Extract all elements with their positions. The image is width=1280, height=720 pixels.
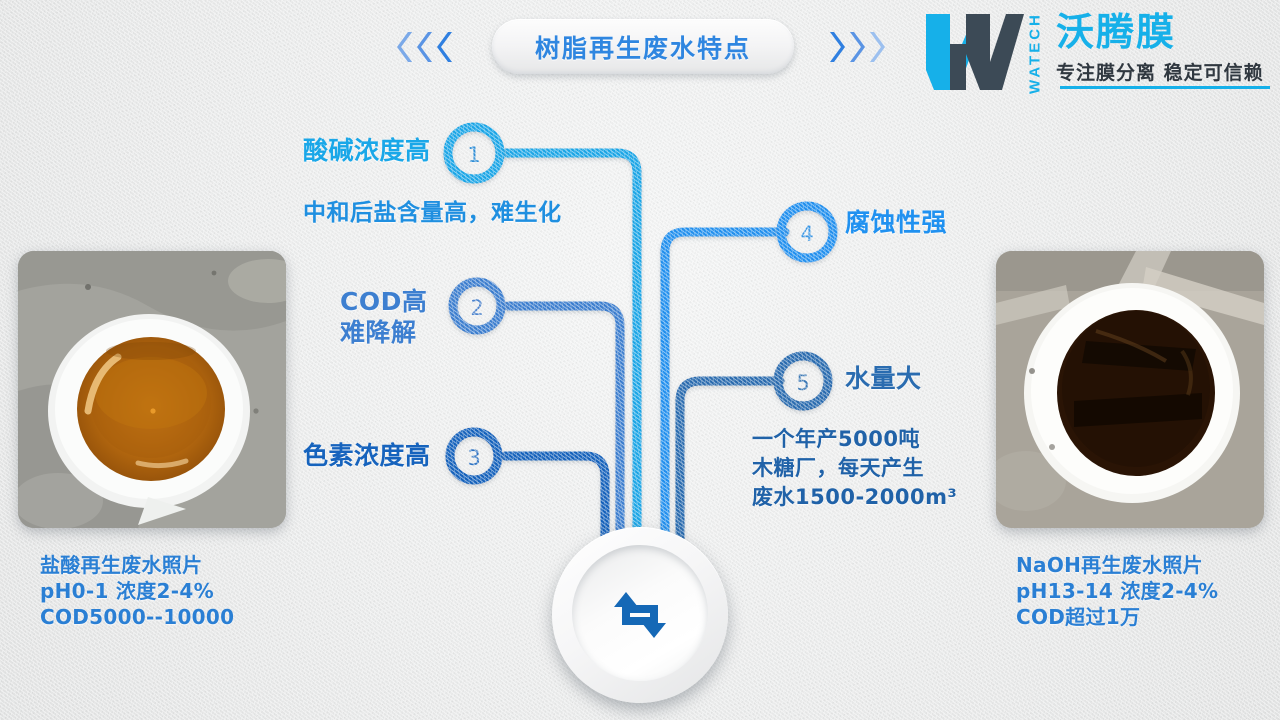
connector-3: [500, 451, 610, 545]
slide-title-pill: 树脂再生废水特点: [492, 19, 794, 74]
logo-slogan: 专注膜分离 稳定可信赖: [1056, 62, 1264, 84]
caption-left: 盐酸再生废水照片 pH0-1 浓度2-4% COD5000--10000: [40, 552, 340, 630]
watech-w-logo-icon: [926, 14, 1024, 90]
node-label-3: 色素浓度高: [303, 441, 431, 470]
node-circle-5: [773, 351, 833, 411]
node-sublabel-5-line-1: 一个年产5000吨: [752, 427, 920, 451]
node-sublabel-5-line-2: 木糖厂，每天产生: [752, 456, 924, 480]
caption-left-line-2: pH0-1 浓度2-4%: [40, 579, 214, 603]
photo-naoh-wastewater: [996, 251, 1264, 528]
photo-hcl-wastewater: [18, 251, 286, 528]
logo-brand-cn: 沃腾膜: [1056, 10, 1177, 54]
node-number-4: 4: [800, 222, 813, 246]
node-circle-1: [443, 122, 505, 184]
chevron-double-left-icon: [395, 30, 452, 64]
caption-left-line-3: COD5000--10000: [40, 605, 235, 629]
connector-4: [660, 227, 790, 545]
node-number-3: 3: [467, 446, 480, 470]
page-title: 树脂再生废水特点: [534, 33, 751, 63]
header: 树脂再生废水特点 WATECH 沃腾膜 专注膜分离 稳定可信赖: [0, 0, 1280, 104]
node-circle-4: [776, 201, 838, 263]
node-circle-3: [445, 427, 503, 485]
logo-vertical-text: WATECH: [1026, 12, 1044, 94]
node-sublabel-5: 一个年产5000吨 木糖厂，每天产生 废水1500-2000m³: [752, 425, 957, 512]
node-label-5: 水量大: [845, 364, 922, 393]
node-label-2: COD高 难降解: [340, 286, 427, 348]
node-circle-2: [448, 277, 506, 335]
caption-right-line-2: pH13-14 浓度2-4%: [1016, 579, 1219, 603]
node-label-2-line-2: 难降解: [340, 318, 417, 347]
caption-right-line-1: NaOH再生废水照片: [1016, 553, 1203, 577]
node-number-5: 5: [796, 371, 809, 395]
center-hub: [552, 527, 728, 703]
node-number-2: 2: [470, 296, 483, 320]
logo-underline: [1060, 86, 1270, 89]
caption-left-line-1: 盐酸再生废水照片: [40, 553, 203, 577]
node-sublabel-1: 中和后盐含量高，难生化: [303, 200, 562, 226]
node-number-1: 1: [467, 143, 480, 167]
node-label-1: 酸碱浓度高: [303, 136, 431, 165]
node-label-2-line-1: COD高: [340, 287, 428, 316]
caption-right: NaOH再生废水照片 pH13-14 浓度2-4% COD超过1万: [1016, 552, 1280, 630]
recycle-arrows-icon: [614, 592, 666, 638]
connector-1: [500, 148, 642, 545]
connector-2: [503, 301, 625, 545]
chevron-double-right-icon: [830, 30, 887, 64]
node-sublabel-5-line-3: 废水1500-2000m³: [752, 485, 958, 509]
node-label-4: 腐蚀性强: [845, 208, 948, 237]
connector-5: [675, 376, 785, 545]
brand-logo: WATECH 沃腾膜 专注膜分离 稳定可信赖: [920, 8, 1272, 100]
caption-right-line-3: COD超过1万: [1016, 605, 1141, 629]
